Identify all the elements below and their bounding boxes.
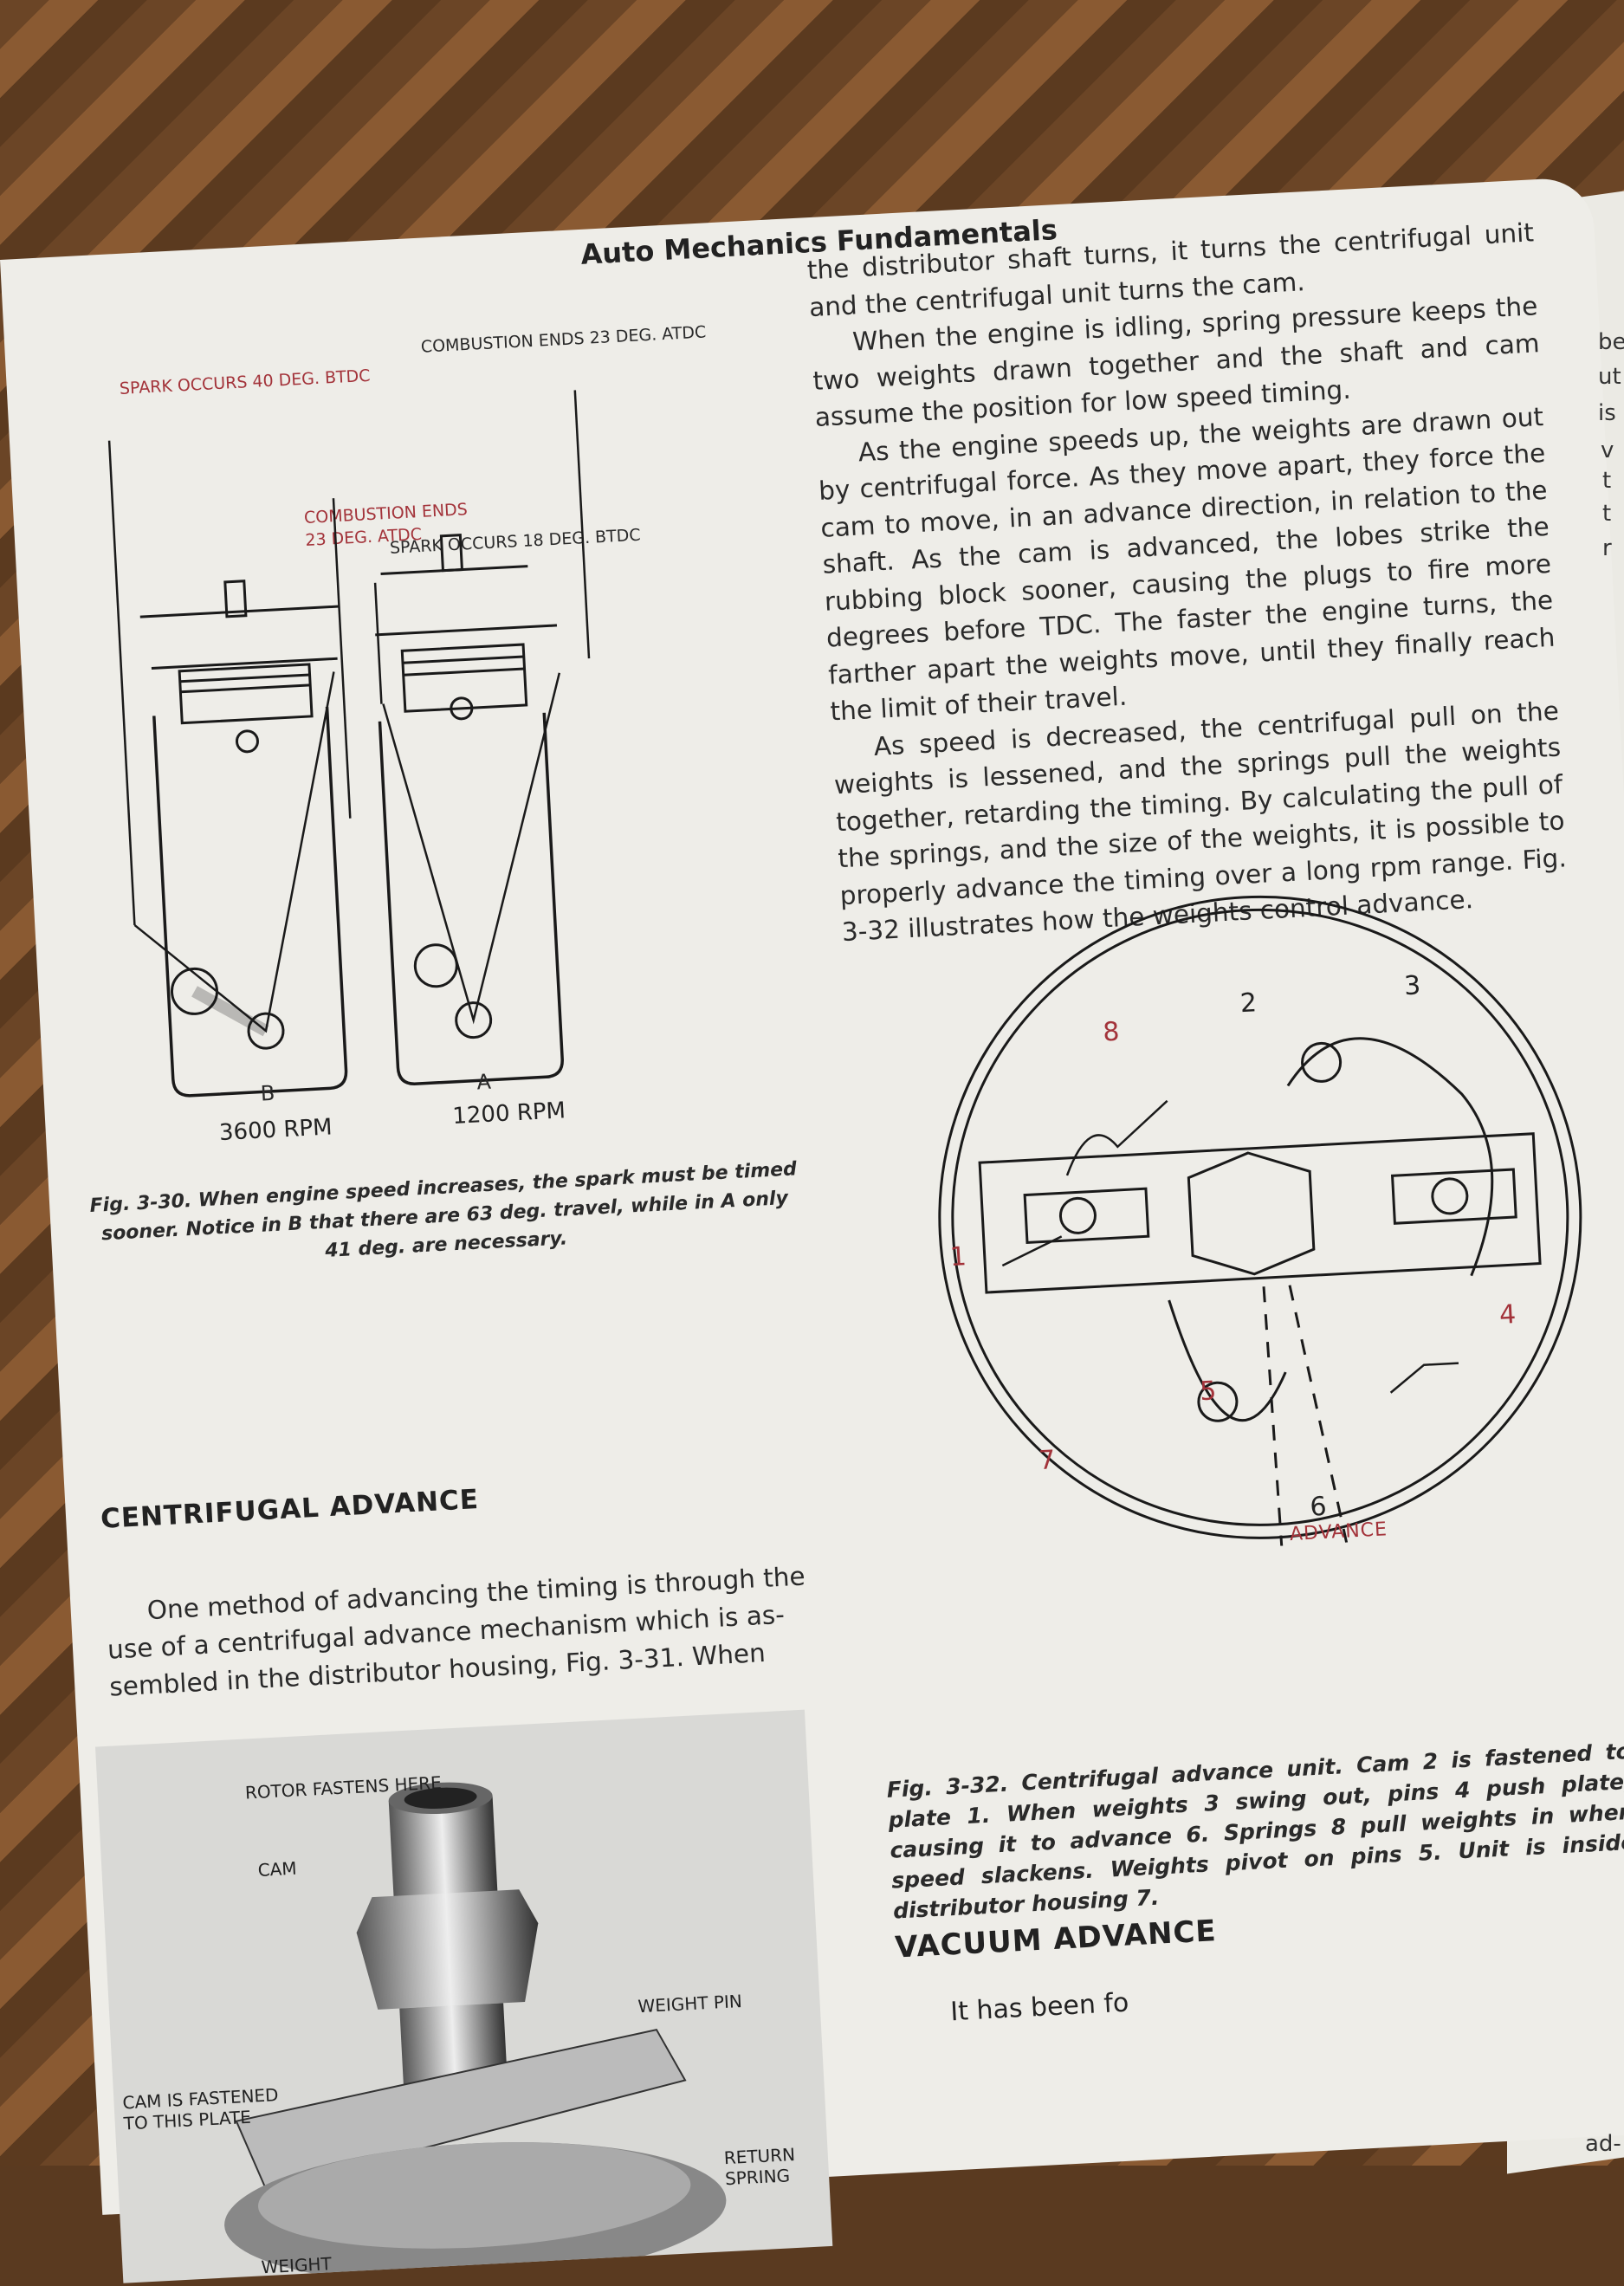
label-1: 1 [948,1241,967,1273]
edge-fragment: r [1602,535,1612,561]
edge-fragment: ut [1598,364,1621,390]
engine-diagram [107,390,591,1098]
engine-b-label: B [260,1080,275,1106]
figure-3-30-caption: Fig. 3-30. When engine speed increases, … [89,1158,798,1262]
book-page: Auto Mechanics Fundamentals the distribu… [0,176,1624,2283]
figure-3-32: 1 2 3 4 5 6 7 8 ADVANCE [914,871,1606,1564]
edge-fragment: ad- [1585,2131,1621,2157]
heading-centrifugal-advance: CENTRIFUGAL ADVANCE [100,1484,480,1535]
advance-unit-diagram [938,895,1582,1546]
edge-fragment: is [1598,400,1616,426]
label-7: 7 [1038,1445,1057,1477]
rpm-a: 1200 RPM [451,1098,566,1130]
label-4: 4 [1498,1299,1517,1331]
label-weight: WEIGHT [261,2253,333,2278]
label-6: 6 [1309,1491,1328,1523]
figure-3-32-caption: Fig. 3-32. Centrifugal advance unit. Cam… [886,1738,1624,1924]
figure-3-31-photo: ROTOR FASTENS HERE CAM WEIGHT PIN CAM IS… [94,1709,833,2283]
edge-fragment: v [1601,437,1614,463]
label-3: 3 [1403,970,1422,1002]
figure-3-30: SPARK OCCURS 40 DEG. BTDC COMBUSTION END… [100,302,798,1116]
edge-fragment: t [1602,468,1612,494]
edge-fragment: be [1598,329,1624,355]
advance-label: ADVANCE [1289,1519,1388,1546]
label-8: 8 [1102,1016,1121,1048]
label-spring: SPRING [724,2165,791,2190]
centrifugal-paragraph: One method of advancing the timing is th… [105,1557,820,1706]
engine-a-label: A [476,1069,492,1095]
paragraph: As the engine speeds up, the weights are… [818,401,1556,727]
vacuum-paragraph-start: It has been fo [949,1987,1130,2028]
right-column-text: the distributor shaft turns, it turns th… [806,214,1569,950]
label-cam: CAM [257,1857,298,1881]
label-2: 2 [1239,988,1258,1020]
label-5: 5 [1199,1376,1218,1408]
rpm-b: 3600 RPM [218,1114,333,1147]
edge-fragment: t [1602,501,1612,527]
